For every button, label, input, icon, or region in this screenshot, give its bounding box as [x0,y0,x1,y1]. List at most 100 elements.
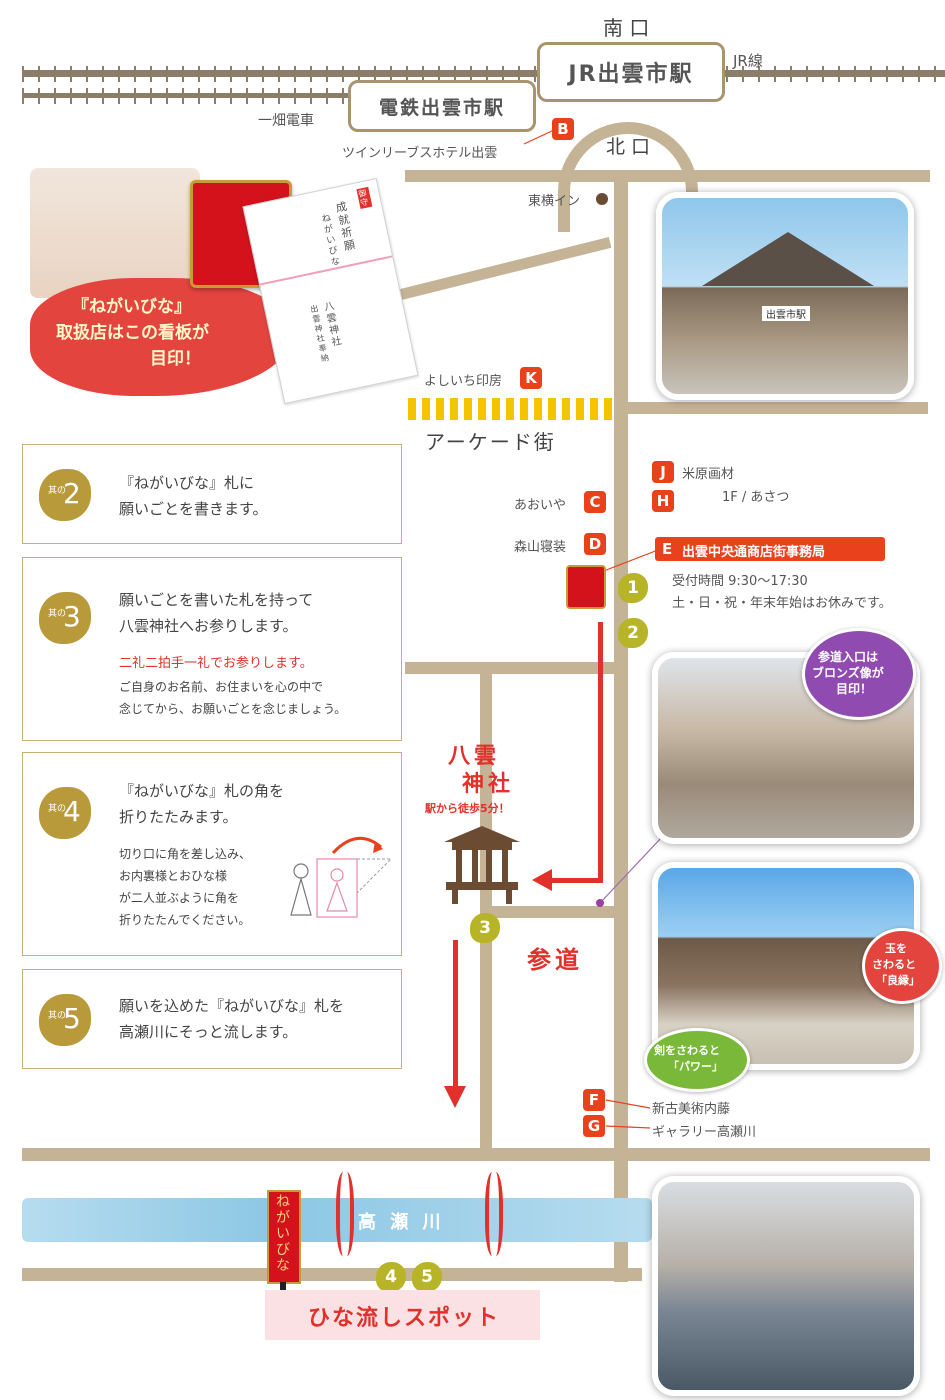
step-5-line-2: 高瀬川にそっと流します。 [119,1023,298,1041]
hina-spot-box [265,1290,540,1340]
step-4-note-3: が二人並ぶように角を [119,891,240,905]
road-riverside [22,1268,642,1281]
envelope-col1: 成就祈願 [334,199,357,254]
shrine-icon[interactable] [442,822,522,904]
badge-k[interactable]: K [520,367,542,389]
office-leader-line [595,549,659,575]
step-2-line-2: 願いごとを書きます。 [119,500,268,518]
promo-line-3: 目印！ [150,349,201,369]
aoiya-label: あおいや [514,498,567,513]
negaibina-sign-icon [566,565,606,609]
bronze-bubble-line-2: ブロンズ像が [812,666,884,680]
bridge-left [336,1172,354,1256]
step-5-line-1: 願いを込めた『ねがいびな』札を [119,997,345,1015]
moriyama-label: 森山寝装 [514,540,567,555]
tama-bubble [862,928,942,1004]
station-photo: 出雲市駅 [656,192,914,400]
badge-h[interactable]: H [652,490,674,512]
route-arrow-down [453,940,458,1090]
bronze-bubble [802,628,916,720]
shrine-walk: 駅から徒歩5分！ [425,802,510,815]
route-arrow-vertical [598,622,603,882]
hina-nagashi-photo [652,1176,920,1396]
shinko-label: 新古美術内藤 [652,1102,731,1117]
arcade-marker [408,398,618,420]
badge-f[interactable]: F [583,1089,605,1111]
step-3-line-1: 願いごとを書いた札を持って [119,591,314,609]
ken-bubble-line-2: 「パワー」 [668,1060,723,1073]
office-label-box[interactable] [655,537,885,561]
asatsu-label: 1F / あさつ [722,490,790,505]
marker-1[interactable]: 1 [618,573,648,603]
step-3-line-2: 八雲神社へお参りします。 [119,617,298,635]
hotel-leader-line [523,129,555,145]
toyoko-label: 東横イン [528,194,581,209]
toyoko-dot [596,193,608,205]
jr-line-label: JR線 [733,52,763,70]
route-arrow-head-down [444,1086,466,1108]
bronze-leader-line [596,837,662,907]
tama-bubble-line-3: 「良縁」 [876,974,920,987]
negaibina-envelope: 成就祈願 ねがいびな 八雲神社 出雲神社奉納 御守 [242,177,419,405]
jr-izumoshi-station[interactable]: JR出雲市駅 [537,42,725,102]
marker-4[interactable]: 4 [376,1262,406,1292]
hina-spot-label: ひな流しスポット [308,1306,501,1331]
road-diagonal [383,237,612,304]
road-lower-horizontal [22,1148,930,1161]
signpost-text: ねがいびな [276,1194,290,1274]
ken-bubble [644,1028,750,1092]
step-3-note-2: 念じてから、お願いごとを念じましょう。 [119,702,347,716]
envelope-ribbon [259,255,393,286]
shrine-name-2: 神社 [462,772,515,797]
tama-bubble-line-1: 玉を [885,942,907,955]
arcade-label: アーケード街 [425,430,556,454]
dentetsu-izumoshi-station[interactable]: 電鉄出雲市駅 [348,80,536,132]
step-3-note-1: ご自身のお名前、お住まいを心の中で [119,680,324,694]
ichibata-line-label: 一畑電車 [258,113,314,129]
step-3-red-note: 二礼二拍手一礼でお参りします。 [119,656,313,671]
shrine-name-1: 八雲 [448,744,501,769]
office-name: 出雲中央通商店街事務局 [682,545,826,560]
bronze-bubble-line-3: 目印！ [836,682,873,696]
road-main-vertical [614,182,628,1282]
step-4-line-2: 折りたたみます。 [119,808,238,826]
river-label: 高 瀬 川 [358,1212,445,1233]
north-exit-label: 北 口 [606,136,651,158]
badge-c[interactable]: C [584,491,606,513]
step-4-note-1: 切り口に角を差し込み、 [119,847,252,861]
road-arcade-horizontal [628,402,928,414]
badge-j[interactable]: J [652,461,674,483]
step-4-note-4: 折りたたんでください。 [119,913,251,927]
badge-b[interactable]: B [552,118,574,140]
road-shrine-vertical [480,674,492,1149]
station-photo-sign: 出雲市駅 [762,306,810,321]
road-sando-horizontal [492,906,614,918]
badge-d[interactable]: D [584,533,606,555]
bridge-right [485,1172,503,1256]
office-hours: 受付時間 9:30〜17:30 [672,574,808,589]
promo-line-2: 取扱店はこの看板が [56,323,209,343]
route-arrow-horizontal [550,878,603,883]
hotel-label: ツインリーブスホテル出雲 [342,146,498,161]
folding-illustration-icon [290,836,393,918]
gallery-label: ギャラリー高瀬川 [652,1125,757,1140]
tama-bubble-line-2: さわると [872,958,916,971]
badge-g[interactable]: G [583,1115,605,1137]
route-arrow-head-left [532,869,552,891]
office-badge-letter: E [662,540,673,558]
marker-3[interactable]: 3 [470,913,500,943]
sando-label: 参道 [527,946,583,974]
yonehara-label: 米原画材 [682,467,735,482]
marker-5[interactable]: 5 [412,1262,442,1292]
ken-bubble-line-1: 剣をさわると [654,1044,720,1057]
marker-2[interactable]: 2 [618,618,648,648]
promo-girls-photo [30,168,200,298]
promo-red-blob [30,278,292,396]
